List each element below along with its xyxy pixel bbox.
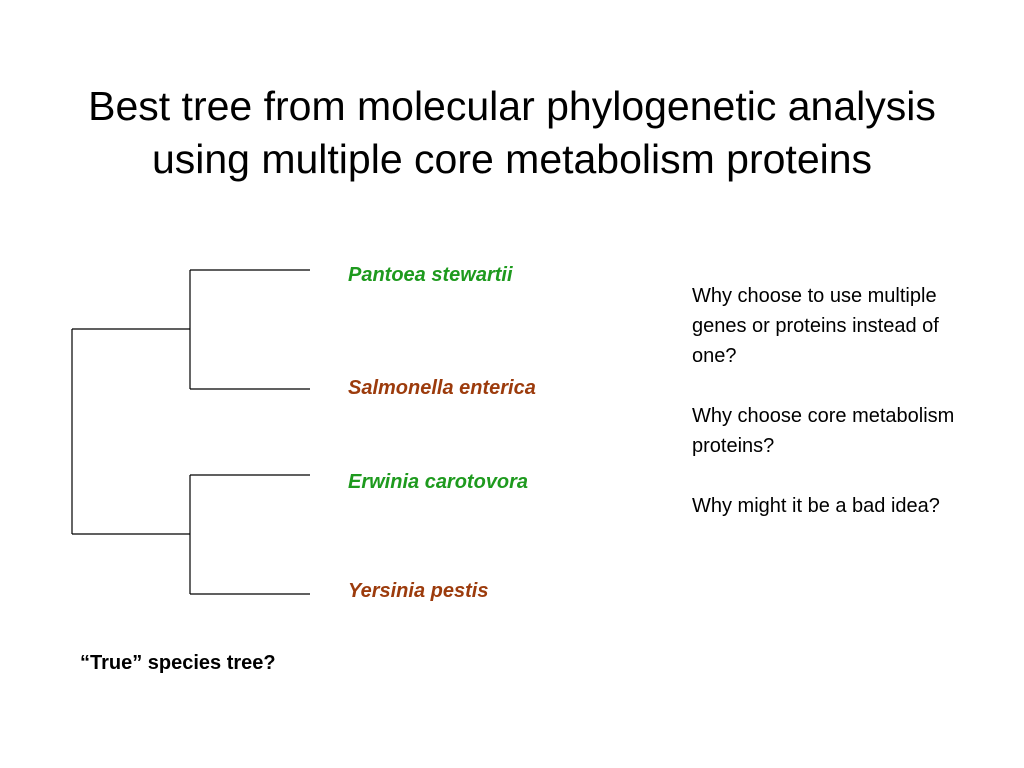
question-1: Why choose to use multiple genes or prot… xyxy=(692,285,939,367)
question-3: Why might it be a bad idea? xyxy=(692,495,940,517)
discussion-questions: Why choose to use multiple genes or prot… xyxy=(692,281,962,521)
taxon-label-erwinia-carotovora: Erwinia carotovora xyxy=(348,471,529,493)
title-line-2: using multiple core metabolism proteins xyxy=(151,136,873,182)
tree-caption: “True” species tree? xyxy=(80,652,276,674)
title-line-1: Best tree from molecular phylogenetic an… xyxy=(88,83,936,129)
taxon-label-salmonella-enterica: Salmonella enterica xyxy=(348,377,536,399)
taxon-label-pantoea-stewartii: Pantoea stewartii xyxy=(348,264,513,286)
slide-title: Best tree from molecular phylogenetic an… xyxy=(0,80,1024,186)
taxon-label-yersinia-pestis: Yersinia pestis xyxy=(348,580,489,602)
question-2: Why choose core metabolism proteins? xyxy=(692,405,955,457)
